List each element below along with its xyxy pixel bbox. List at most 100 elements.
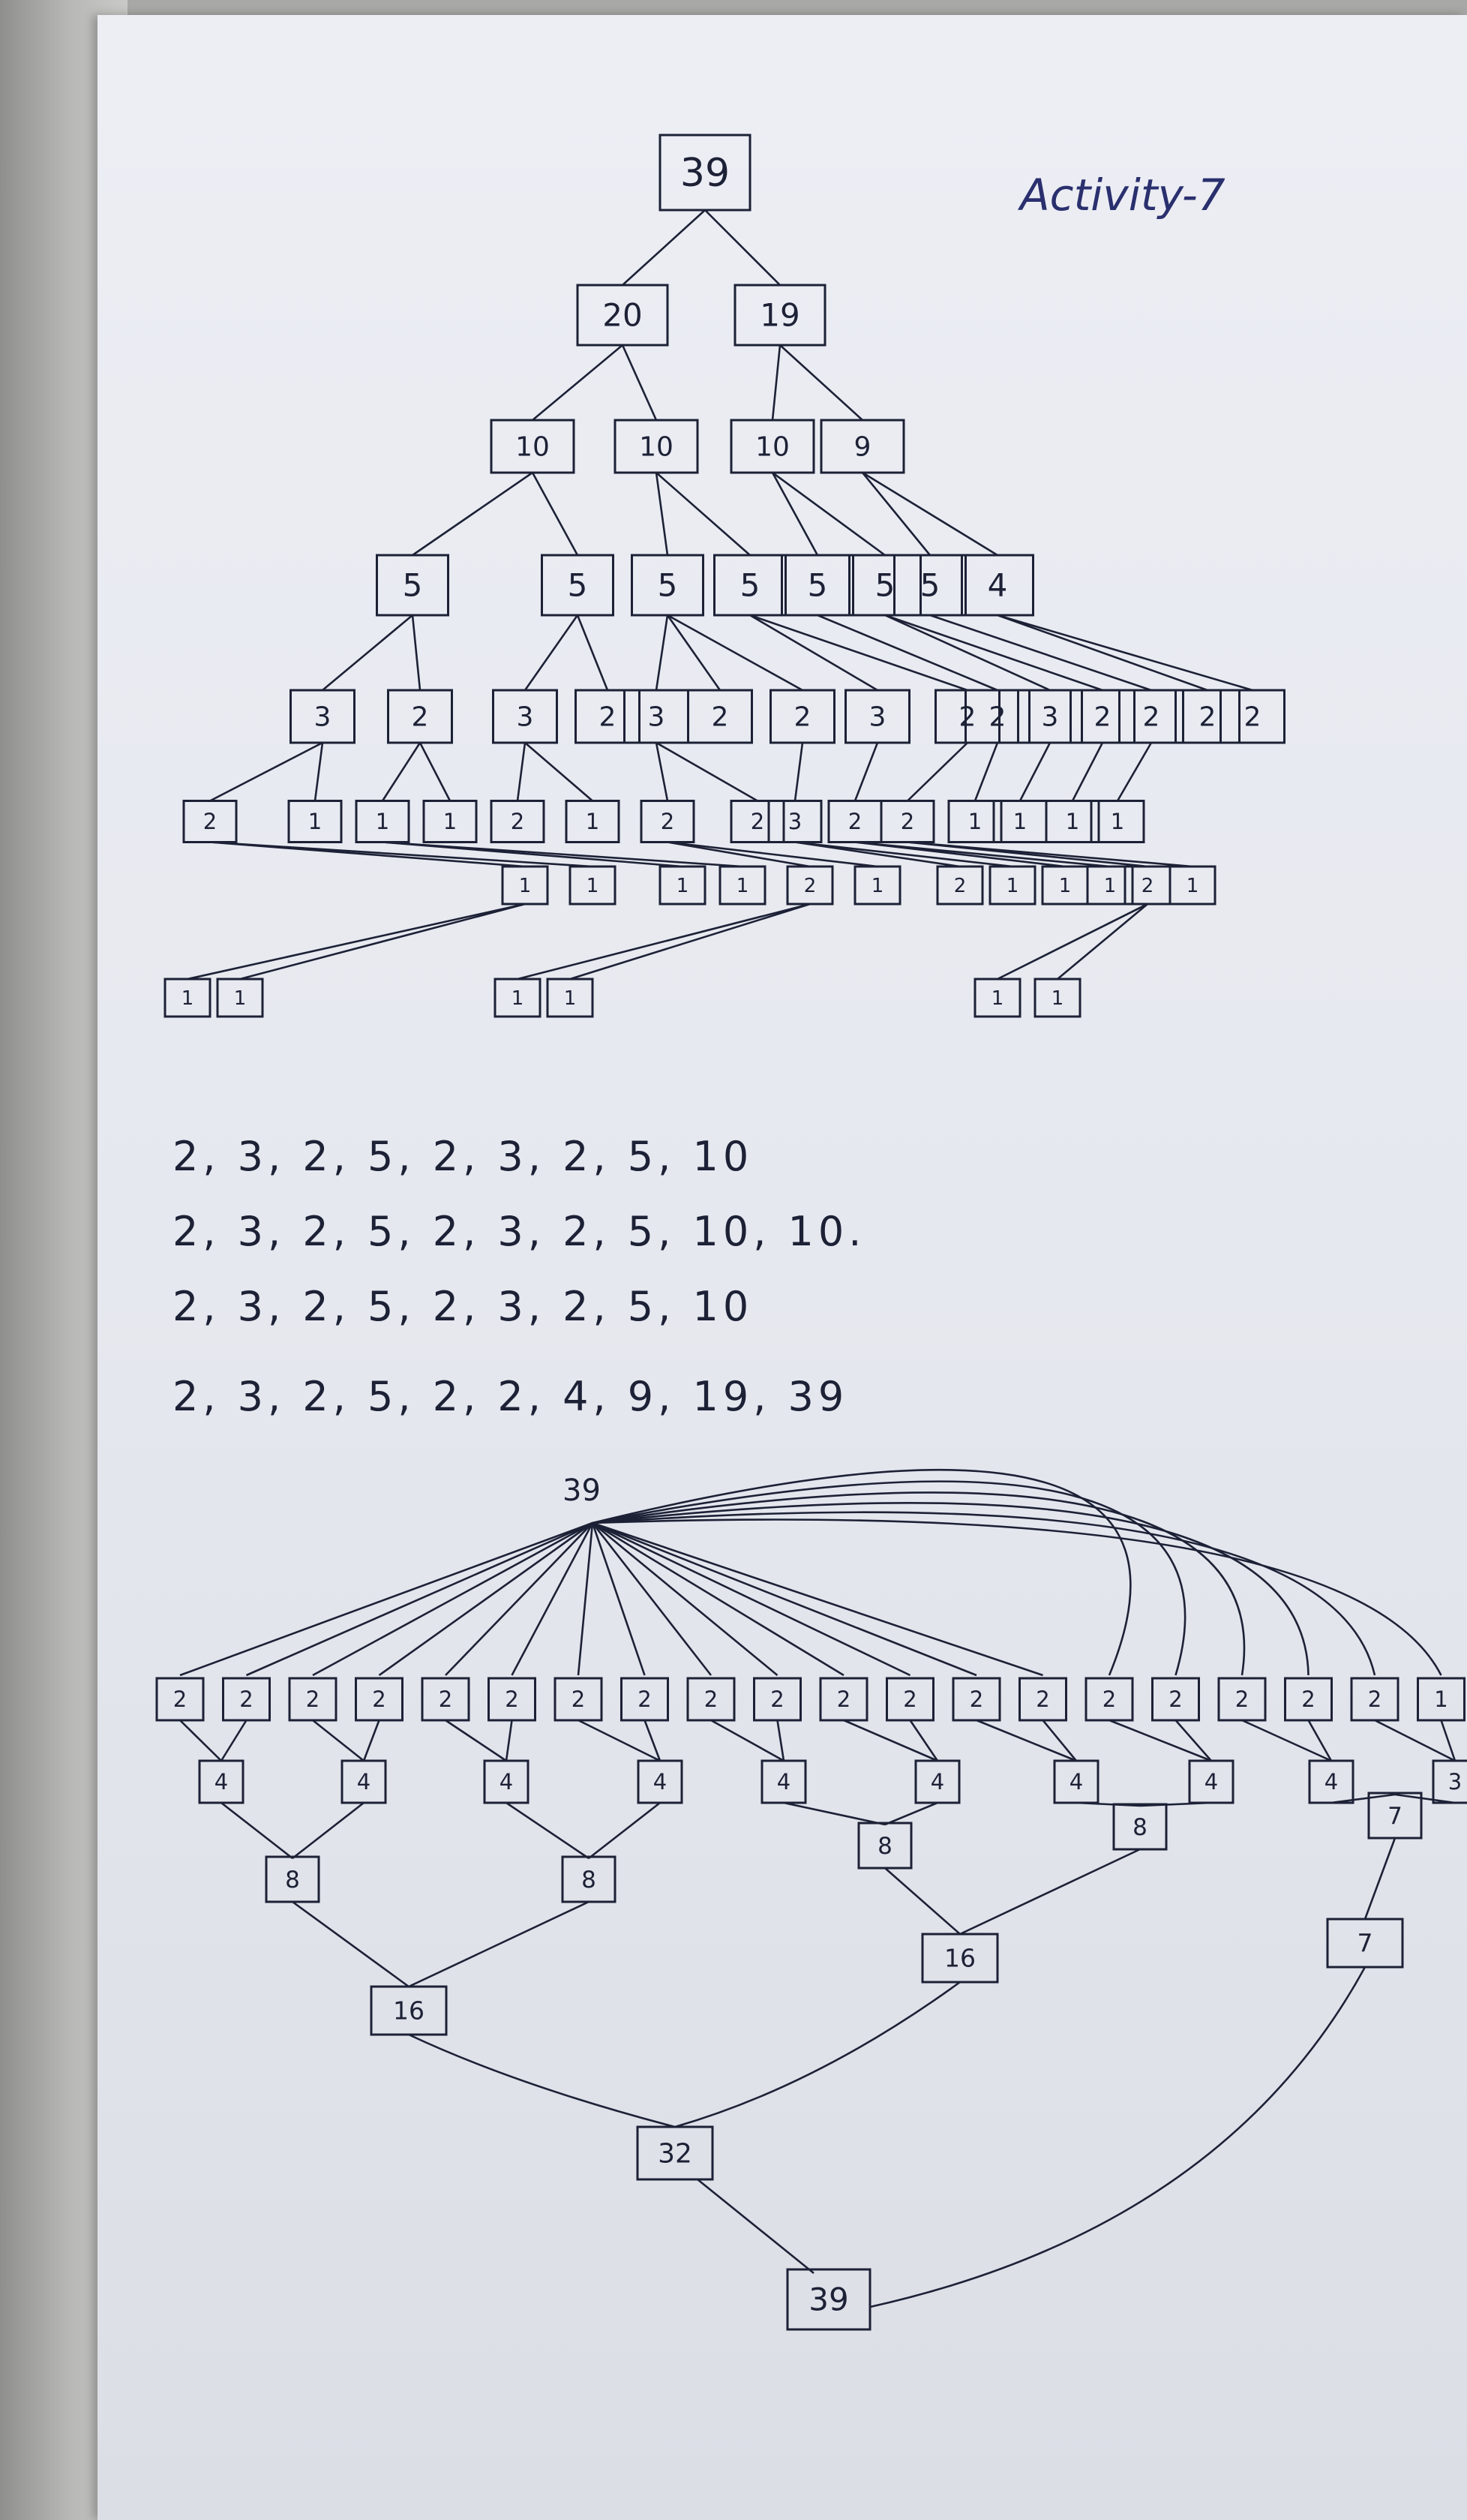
sequence-line-3: 2, 3, 2, 5, 2, 3, 2, 5, 10	[172, 1283, 753, 1330]
dag-l8-edge-a0	[220, 1801, 293, 1860]
dag-top-node-6-label: 2	[572, 1687, 585, 1712]
dag-l8-edge-a1	[506, 1801, 590, 1860]
dag-l16-edge-a2	[1364, 1837, 1396, 1920]
tree-edge-l5-3	[418, 742, 452, 802]
tree-edge-l2-0	[532, 344, 623, 421]
tree-node-l3-4-label: 5	[808, 566, 828, 603]
dag-sink-node-label: 39	[808, 2281, 848, 2317]
dag-l4-edge-b9	[1440, 1720, 1456, 1762]
dag-source-edge-6	[577, 1522, 594, 1676]
tree-node-l4-0-label: 3	[314, 702, 332, 733]
tree-node-l5-5: 1	[565, 800, 620, 843]
tree-node-l7-4: 1	[974, 978, 1022, 1018]
tree-node-l7-0-label: 1	[182, 987, 194, 1010]
dag-l4-node-2-box	[483, 1759, 530, 1804]
tree-node-l6-3-label: 1	[736, 875, 749, 897]
tree-node-l7-2: 1	[494, 978, 542, 1018]
tree-node-l4-7-box	[844, 689, 910, 744]
tree-node-l2-1-box	[614, 419, 699, 474]
tree-edge-l5-7	[656, 741, 758, 802]
tree-node-l0-0-box	[658, 134, 752, 212]
dag-top-node-9: 2	[753, 1677, 802, 1722]
tree-node-l7-2-box	[494, 978, 542, 1018]
tree-edge-l1-0	[622, 209, 706, 286]
tree-edge-l7-4	[997, 903, 1148, 981]
tree-node-l4-6: 2	[770, 689, 836, 744]
tree-node-l4-13-box	[1174, 689, 1240, 744]
tree-node-l6-11: 1	[1168, 865, 1216, 906]
tree-node-l4-4: 3	[623, 689, 689, 744]
dag-l16-edge-a1	[884, 1867, 961, 1935]
tree-node-l3-2-label: 5	[658, 566, 678, 603]
dag-source-edge-19	[592, 1518, 1442, 1676]
tree-edge-l5-2	[381, 742, 422, 802]
dag-top-node-3-label: 2	[372, 1687, 386, 1712]
dag-top-node-9-label: 2	[770, 1687, 784, 1712]
tree-node-l4-2-box	[492, 689, 558, 744]
dag-top-node-19: 1	[1417, 1677, 1466, 1722]
dag-l8-edge-b2	[884, 1801, 938, 1826]
tree-node-l2-3-box	[820, 419, 905, 474]
tree-node-l4-10-label: 3	[1042, 702, 1059, 733]
tree-node-l4-5-box	[687, 689, 753, 744]
tree-node-l7-4-label: 1	[992, 987, 1004, 1010]
dag-l8-edge-a4	[1330, 1793, 1396, 1804]
tree-node-l5-11-label: 1	[968, 809, 982, 834]
tree-edge-l4-4	[655, 614, 669, 691]
tree-edge-l5-8	[794, 742, 804, 801]
dag-source-edge-2	[312, 1521, 593, 1677]
dag-l8-node-3-box	[1112, 1803, 1168, 1851]
dag-l4-edge-b0	[220, 1720, 248, 1762]
tree-node-l3-1-box	[541, 554, 614, 617]
tree-node-l6-2: 1	[658, 865, 706, 906]
dag-l4-edge-a0	[179, 1720, 222, 1762]
dag-top-node-5-label: 2	[505, 1687, 518, 1712]
dag-l4-node-2: 4	[483, 1759, 530, 1804]
dag-top-node-11: 2	[886, 1677, 934, 1722]
dag-l16-node-1-box	[921, 1933, 999, 1984]
tree-edge-l3-4	[771, 472, 819, 556]
dag-l4-node-0-box	[198, 1759, 244, 1804]
dag-l4-edge-a7	[1108, 1719, 1212, 1762]
tree-node-l5-11-box	[947, 800, 1003, 843]
dag-l8-node-2-box	[857, 1822, 913, 1870]
dag-l4-node-8-box	[1308, 1759, 1354, 1804]
tree-edge-l5-14	[1116, 742, 1153, 802]
dag-l8-node-2: 8	[857, 1822, 913, 1870]
bottom-source-label: 39	[562, 1473, 601, 1508]
tree-edge-l7-2	[517, 903, 811, 981]
dag-top-node-5: 2	[488, 1677, 536, 1722]
tree-node-l5-6: 2	[640, 800, 695, 843]
tree-node-l7-3-label: 1	[564, 987, 577, 1010]
dag-top-node-4-box	[421, 1677, 470, 1722]
dag-source-edge-12	[592, 1521, 977, 1677]
tree-node-l2-0: 10	[490, 419, 575, 474]
dag-l4-node-3: 4	[637, 1759, 683, 1804]
tree-node-l7-2-label: 1	[512, 987, 524, 1010]
dag-l4-node-1-label: 4	[357, 1769, 370, 1795]
dag-top-node-3: 2	[355, 1677, 404, 1722]
tree-node-l3-0: 5	[376, 554, 449, 617]
tree-node-l4-10-box	[1017, 689, 1083, 744]
tree-node-l6-9-box	[1086, 865, 1134, 906]
dag-l16-edge-b0	[408, 1900, 590, 1988]
tree-node-l5-5-box	[565, 800, 620, 843]
tree-node-l5-2-label: 1	[376, 809, 389, 834]
dag-l4-node-9-label: 3	[1448, 1769, 1462, 1795]
tree-node-l2-2: 10	[730, 419, 815, 474]
tree-node-l5-9: 2	[827, 800, 883, 843]
dag-l4-node-9: 3	[1432, 1759, 1467, 1804]
dag-l4-edge-b3	[644, 1720, 662, 1762]
tree-node-l3-3-box	[713, 554, 787, 617]
tree-node-l3-7-box	[961, 554, 1034, 617]
tree-node-l0-0-label: 39	[680, 151, 730, 196]
tree-edge-l5-0	[209, 741, 323, 802]
dag-l8-node-4-box	[1367, 1792, 1423, 1840]
dag-top-node-14-box	[1084, 1677, 1134, 1722]
dag-l4-edge-b2	[505, 1720, 513, 1762]
dag-top-node-2: 2	[288, 1677, 338, 1722]
dag-source-edge-17	[592, 1502, 1310, 1676]
dag-l16-node-2-label: 7	[1358, 1929, 1373, 1958]
